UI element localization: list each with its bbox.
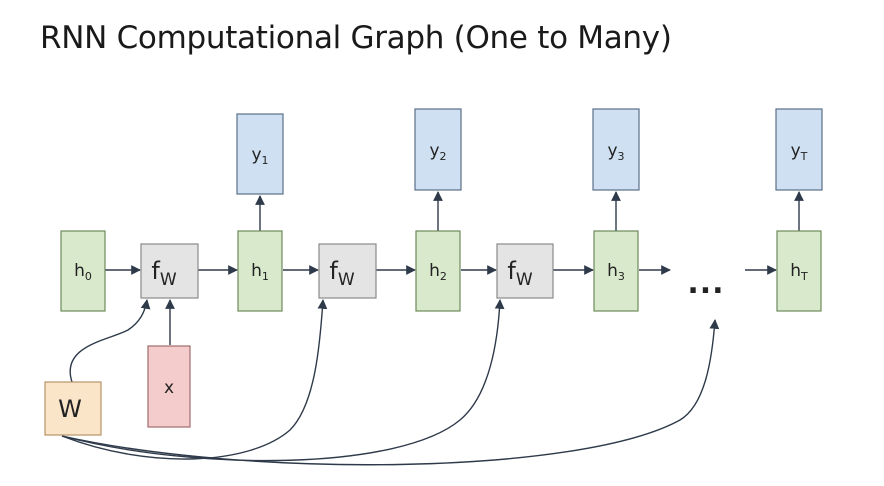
arrow-W-f3 — [61, 299, 505, 462]
arrow-W-ellipsis — [61, 319, 720, 466]
svg-text:h0: h0 — [74, 261, 92, 283]
weight-W: W — [44, 381, 102, 436]
hidden-h1: h1 — [237, 230, 283, 312]
svg-text:hT: hT — [790, 261, 808, 283]
function-f3: fW — [496, 243, 554, 299]
hidden-hT: hT — [776, 230, 822, 312]
svg-text:W: W — [58, 395, 82, 423]
svg-text:y1: y1 — [251, 145, 268, 167]
hidden-h3: h3 — [593, 230, 639, 312]
svg-text:h2: h2 — [429, 261, 447, 283]
svg-text:fW: fW — [151, 257, 176, 290]
svg-text:fW: fW — [329, 257, 354, 290]
svg-text:h3: h3 — [607, 261, 625, 283]
hidden-h0: h0 — [60, 230, 106, 312]
arrow-W-f1 — [69, 299, 151, 383]
output-y1: y1 — [236, 113, 284, 195]
svg-text:y3: y3 — [607, 141, 624, 163]
ellipsis: ... — [687, 266, 724, 301]
svg-text:h1: h1 — [251, 261, 269, 283]
arrow-W-f2 — [61, 299, 328, 460]
output-yT: yT — [775, 108, 823, 191]
connections — [61, 191, 804, 466]
svg-text:x: x — [164, 378, 174, 398]
output-y2: y2 — [414, 108, 462, 191]
svg-text:y2: y2 — [429, 141, 446, 163]
output-y3: y3 — [592, 108, 640, 191]
svg-text:fW: fW — [507, 257, 532, 290]
input-x: x — [147, 345, 191, 428]
svg-text:yT: yT — [791, 141, 808, 163]
page-title: RNN Computational Graph (One to Many) — [40, 20, 672, 56]
hidden-h2: h2 — [415, 230, 461, 312]
function-f1: fW — [140, 243, 199, 299]
function-f2: fW — [318, 243, 377, 299]
